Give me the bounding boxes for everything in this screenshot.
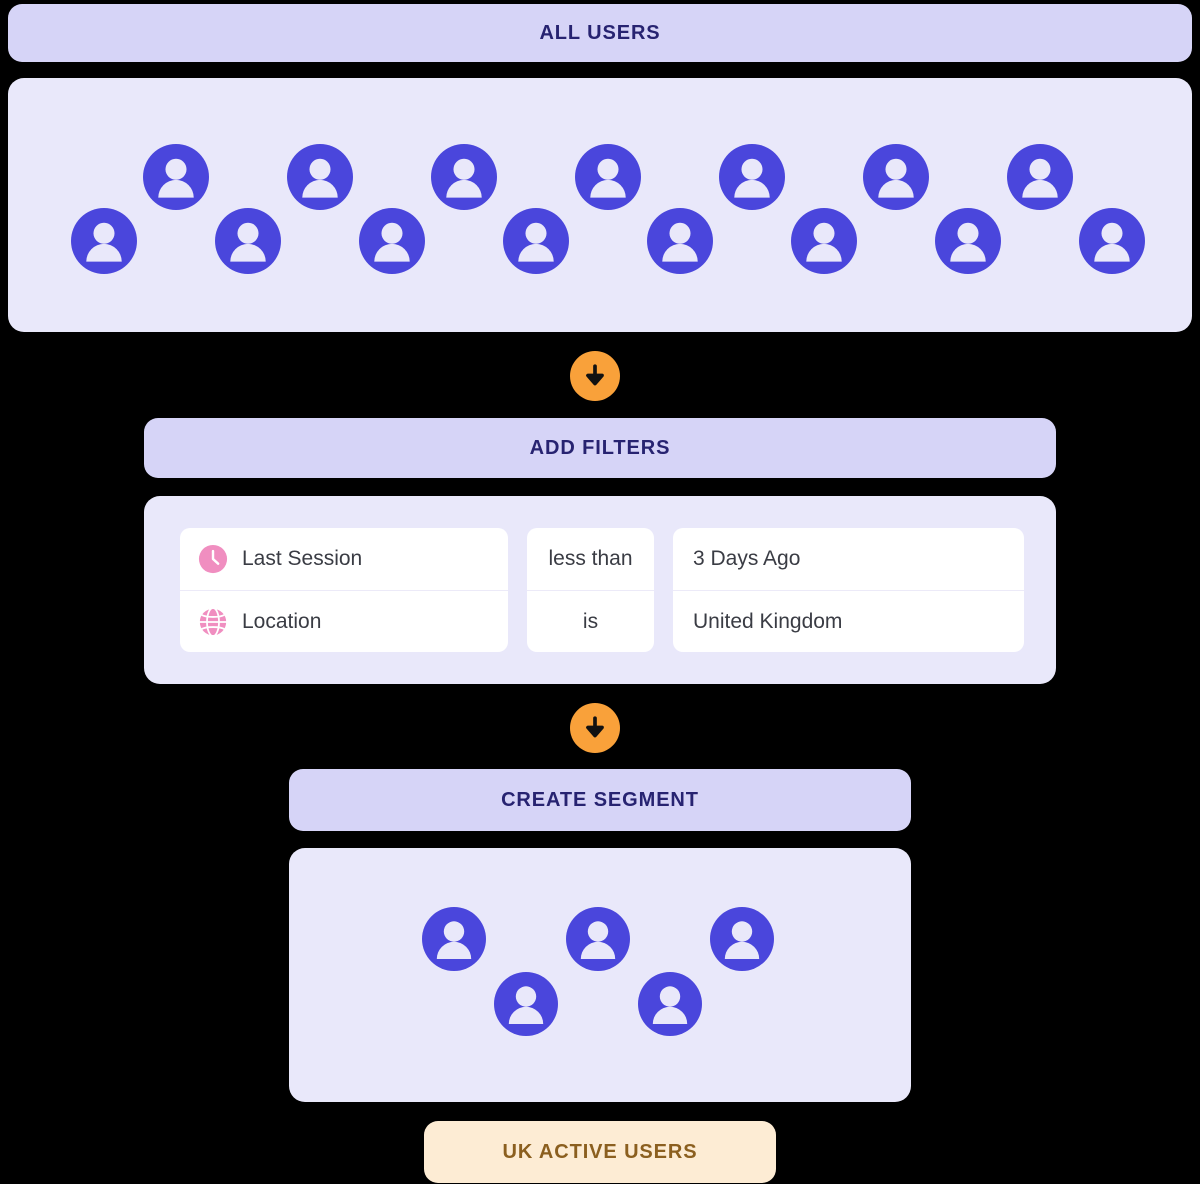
user-avatar [287, 144, 353, 210]
add-filters-header: ADD FILTERS [144, 418, 1056, 478]
user-avatar [215, 208, 281, 274]
filter-attribute-column: Last Session [180, 528, 508, 652]
flow-arrow-down-1 [570, 351, 620, 401]
user-avatar [935, 208, 1001, 274]
user-avatar [575, 144, 641, 210]
arrow-down-icon [582, 715, 608, 741]
user-avatar [503, 208, 569, 274]
user-avatar [422, 907, 486, 971]
filter-rows-grid: Last Session [180, 528, 1024, 652]
filter-attribute-cell[interactable]: Last Session [180, 528, 508, 590]
user-avatar [431, 144, 497, 210]
segment-name-tag: UK ACTIVE USERS [424, 1121, 776, 1183]
create-segment-header: CREATE SEGMENT [289, 769, 911, 831]
user-avatar [791, 208, 857, 274]
globe-icon [198, 606, 228, 637]
filter-attribute-label: Location [242, 609, 322, 633]
clock-icon [198, 544, 228, 574]
user-avatar [359, 208, 425, 274]
user-avatar [647, 208, 713, 274]
flow-arrow-down-2 [570, 703, 620, 753]
all-users-header: ALL USERS [8, 4, 1192, 62]
segment-result-panel [289, 848, 911, 1102]
user-avatar [494, 972, 558, 1036]
filter-operator-column: less than is [527, 528, 654, 652]
user-avatar [638, 972, 702, 1036]
filter-attribute-cell[interactable]: Location [180, 590, 508, 652]
filter-value-cell[interactable]: 3 Days Ago [693, 547, 801, 570]
filter-operator-cell[interactable]: less than [548, 547, 633, 570]
filters-panel: Last Session [144, 496, 1056, 684]
user-avatar [719, 144, 785, 210]
user-avatar [863, 144, 929, 210]
user-avatar [143, 144, 209, 210]
user-avatar [1079, 208, 1145, 274]
user-avatar [710, 907, 774, 971]
user-avatar [1007, 144, 1073, 210]
filter-operator-cell[interactable]: is [527, 590, 654, 652]
user-avatar [566, 907, 630, 971]
filter-value-column: 3 Days Ago United Kingdom [673, 528, 1024, 652]
arrow-down-icon [582, 363, 608, 389]
filter-attribute-label: Last Session [242, 547, 363, 570]
filter-value-cell[interactable]: United Kingdom [673, 590, 1024, 652]
user-avatar [71, 208, 137, 274]
all-users-panel [8, 78, 1192, 332]
